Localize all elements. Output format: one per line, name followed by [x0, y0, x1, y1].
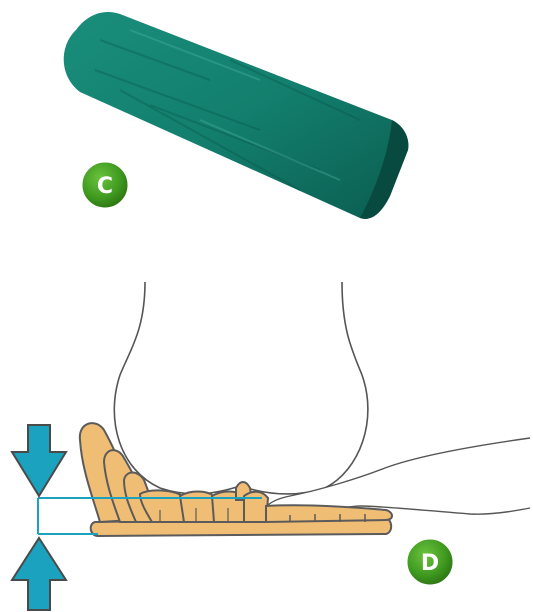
seated-body-outline [114, 282, 368, 494]
badge-d: D [406, 538, 454, 586]
arrow-up-icon [12, 538, 66, 610]
arrow-down-icon [12, 425, 66, 496]
badge-c: C [81, 161, 129, 209]
badge-d-label: D [421, 551, 439, 576]
badge-c-label: C [97, 174, 113, 199]
